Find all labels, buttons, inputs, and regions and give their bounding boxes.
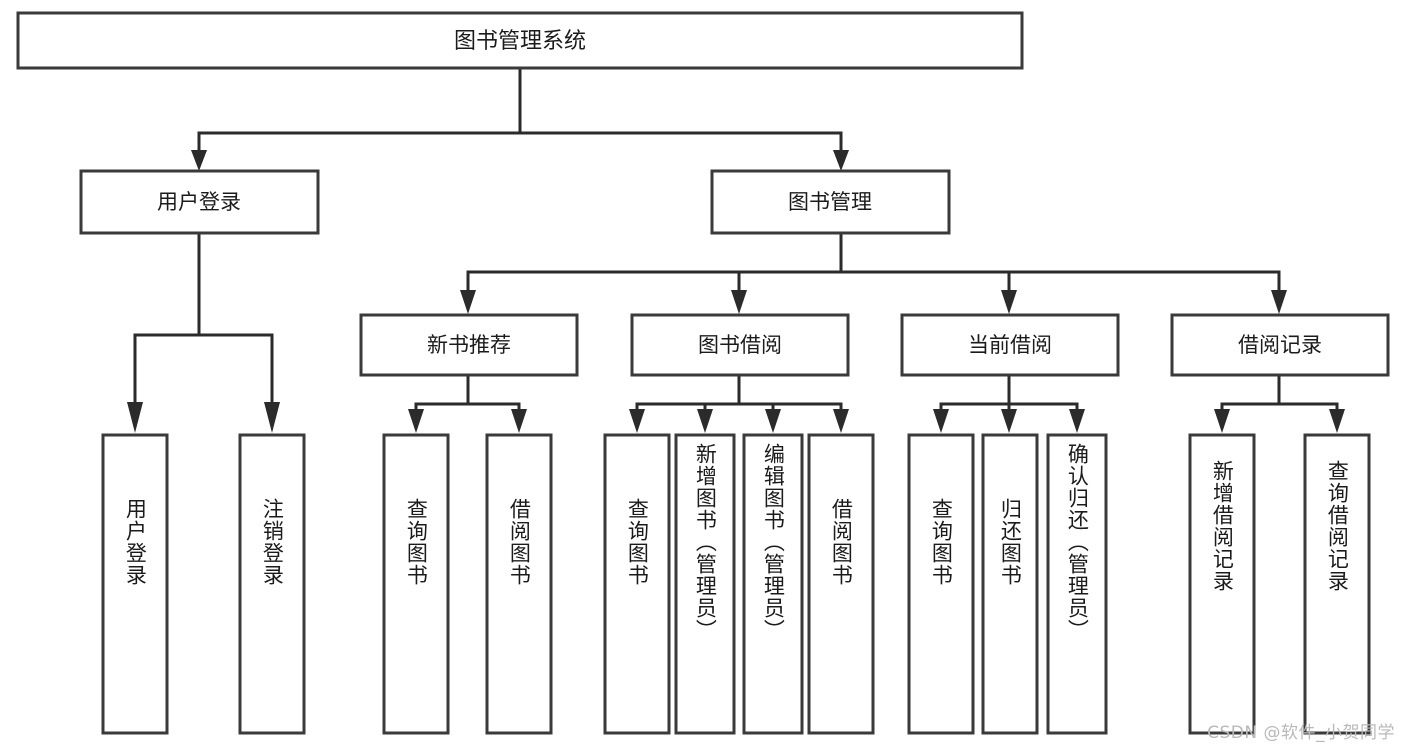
leaf-box-layer (101, 433, 1371, 735)
node-book-borrow-label: 图书借阅 (698, 333, 782, 357)
leaf-box-bb-query-book[interactable] (603, 433, 671, 735)
leaf-box-nb-borrow-book[interactable] (485, 433, 553, 735)
node-user-login-box (79, 169, 320, 235)
node-book-borrow[interactable]: 图书借阅 (630, 313, 850, 377)
leaf-box-nb-query-book[interactable] (382, 433, 450, 735)
arrowhead-leaf-bb-3 (765, 409, 781, 433)
arrowhead-current-borrow (1001, 290, 1017, 314)
arrowhead-leaf-cb-1 (933, 409, 949, 433)
leaf-box-cb-query-book[interactable] (907, 433, 975, 735)
node-current-borrow-label: 当前借阅 (968, 333, 1052, 357)
arrowhead-book-borrow (731, 290, 747, 314)
node-book-management-box (710, 169, 951, 235)
leaf-box-cb-return-book[interactable] (981, 433, 1039, 735)
leaf-box-bb-borrow-book[interactable] (807, 433, 875, 735)
connector-layer (127, 66, 1345, 433)
arrowhead-book-mgmt (833, 150, 849, 171)
arrowhead-leaf-bb-4 (833, 409, 849, 433)
arrowhead-leaf-cb-2 (1001, 409, 1017, 433)
node-new-book-recommend-label: 新书推荐 (427, 333, 511, 357)
arrowhead-new-book (460, 290, 476, 314)
arrowhead-user-login (191, 150, 207, 171)
leaf-box-bb-add-book[interactable] (674, 433, 736, 735)
node-user-login[interactable]: 用户登录 (79, 169, 320, 235)
leaf-box-br-query-record[interactable] (1303, 433, 1371, 735)
arrowhead-leaf-bb-1 (629, 409, 645, 433)
watermark: CSDN @软件_小贺同学 (1207, 723, 1395, 743)
arrowhead-leaf-nb-1 (408, 409, 424, 433)
node-book-management-label: 图书管理 (788, 190, 872, 214)
arrowhead-leaf-logout (264, 402, 280, 433)
node-root-box (16, 11, 1024, 70)
node-new-book-recommend-box (359, 313, 579, 377)
node-borrow-record-label: 借阅记录 (1238, 333, 1322, 357)
arrowhead-leaf-nb-2 (511, 409, 527, 433)
arrowhead-leaf-br-2 (1329, 409, 1345, 433)
node-current-borrow[interactable]: 当前借阅 (900, 313, 1120, 377)
node-root-book-management-system[interactable]: 图书管理系统 (16, 11, 1024, 70)
node-book-management[interactable]: 图书管理 (710, 169, 951, 235)
node-borrow-record[interactable]: 借阅记录 (1170, 313, 1390, 377)
node-current-borrow-box (900, 313, 1120, 377)
arrowhead-leaf-cb-3 (1069, 409, 1085, 433)
leaf-box-user-login[interactable] (101, 433, 169, 735)
node-new-book-recommend[interactable]: 新书推荐 (359, 313, 579, 377)
leaf-box-br-add-record[interactable] (1188, 433, 1256, 735)
leaf-box-cb-confirm-return[interactable] (1046, 433, 1108, 735)
arrowhead-borrow-record (1271, 290, 1287, 314)
node-root-label: 图书管理系统 (454, 29, 586, 54)
node-user-login-label: 用户登录 (157, 190, 241, 214)
node-book-borrow-box (630, 313, 850, 377)
arrowhead-leaf-user-login (127, 402, 143, 433)
leaf-box-bb-edit-book[interactable] (742, 433, 804, 735)
leaf-box-logout[interactable] (238, 433, 306, 735)
node-borrow-record-box (1170, 313, 1390, 377)
arrowhead-leaf-br-1 (1214, 409, 1230, 433)
arrowhead-leaf-bb-2 (697, 409, 713, 433)
